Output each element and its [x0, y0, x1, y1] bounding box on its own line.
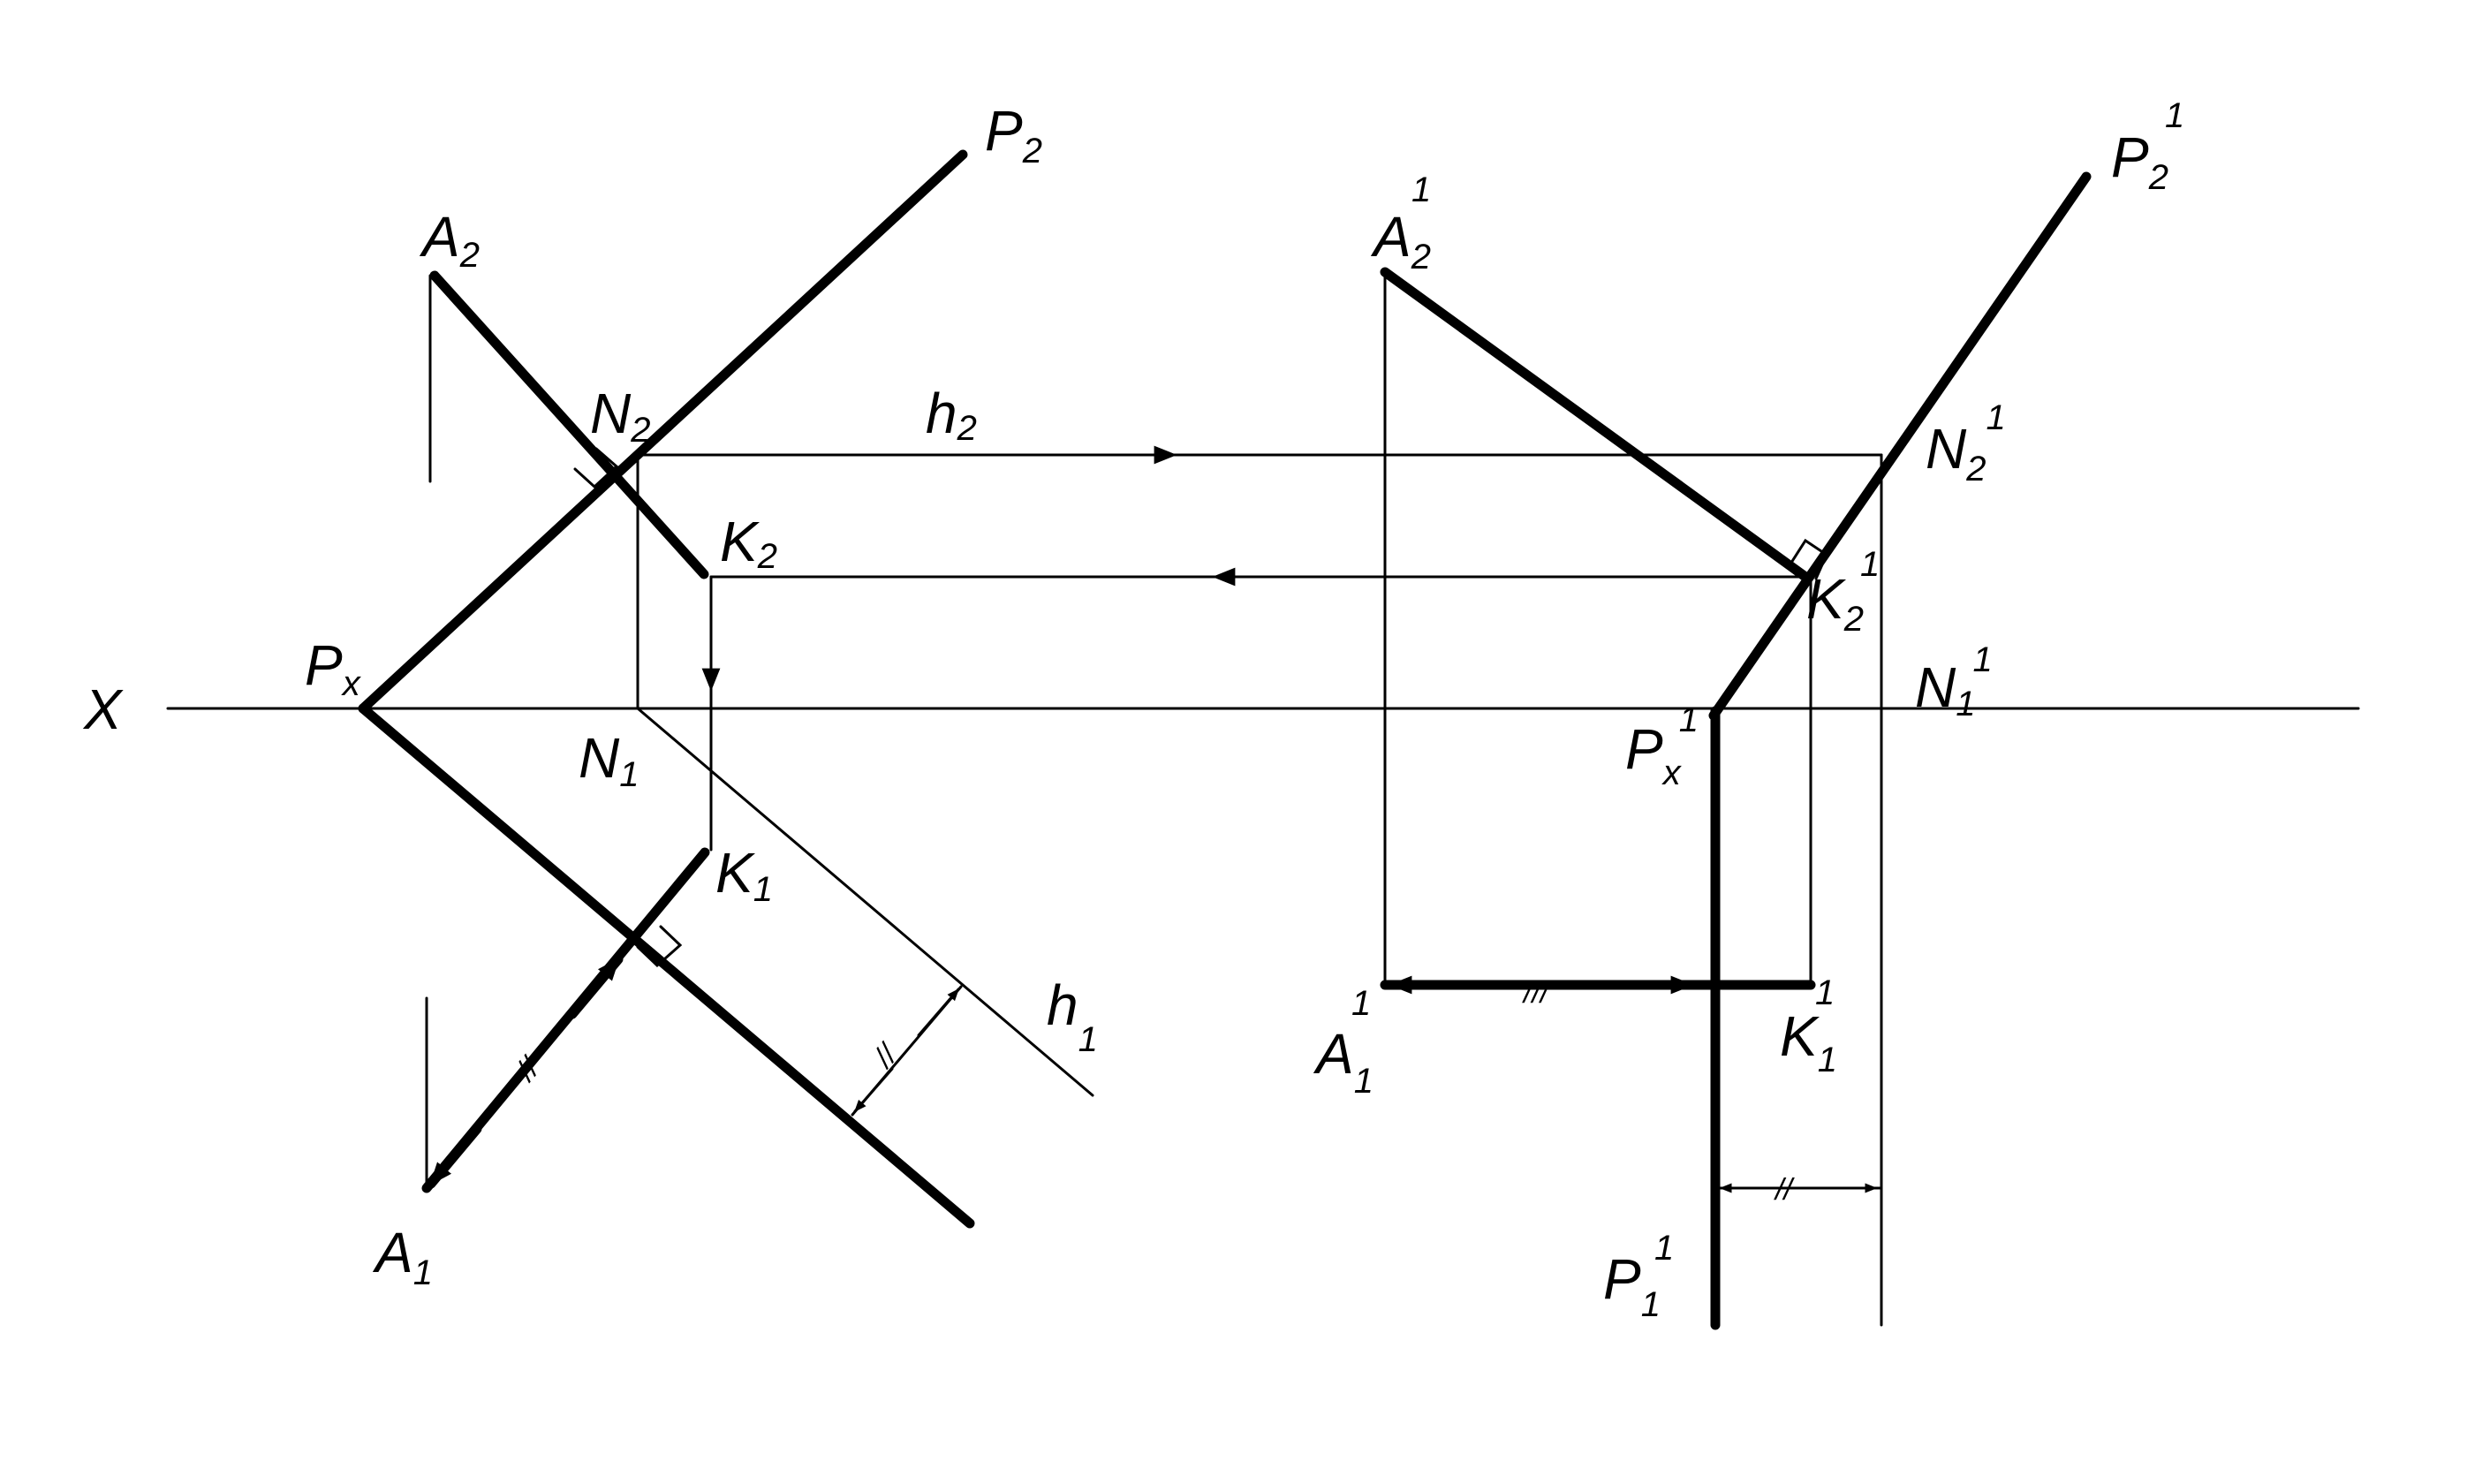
label-a2-prime: A21: [1370, 170, 1431, 276]
trace-p2: [358, 149, 968, 714]
label-x-axis: X: [82, 678, 124, 741]
label-n2: N2: [590, 382, 650, 450]
label-k1: K1: [715, 841, 773, 909]
perpendicular-a2-k2: [429, 270, 709, 579]
h1-gap-arrow-a: [853, 1067, 894, 1113]
segment-a2prime-k2prime: [1380, 267, 1811, 582]
tick-h1-gap: //: [866, 1037, 906, 1075]
label-px: Px: [305, 633, 362, 703]
right-angle-k2prime: [1788, 538, 1828, 580]
a1-arrow: [426, 1124, 482, 1189]
h1-gap-arrow-b: [917, 988, 960, 1037]
label-a2: A2: [419, 205, 480, 275]
label-h1: h1: [1047, 973, 1098, 1059]
tick-a1prime-k1prime: ///: [1522, 976, 1552, 1010]
label-h2: h2: [926, 382, 977, 448]
trace-p2-prime: [1708, 171, 2092, 721]
horizontal-h1: [636, 707, 1094, 1097]
label-p2: P2: [985, 99, 1042, 170]
label-n2-prime: N21: [1926, 398, 2006, 488]
label-p2-prime: P21: [2111, 96, 2184, 197]
k1-side-arrow: [567, 954, 624, 1019]
right-angle-k1: [636, 925, 683, 968]
label-p1-prime: P11: [1603, 1229, 1674, 1324]
label-a1: A1: [372, 1221, 433, 1292]
right-angle-n2: [573, 447, 619, 489]
label-n1-prime: N11: [1915, 640, 1993, 723]
label-a1-prime: A11: [1313, 984, 1371, 1101]
label-k2: K2: [720, 510, 777, 576]
trace-p1: [358, 703, 975, 1229]
label-k2-prime: K21: [1806, 545, 1880, 639]
tick-p1prime-gap: //: [1774, 1173, 1795, 1207]
label-k1-prime: K11: [1780, 973, 1835, 1079]
label-px-prime: Px1: [1625, 700, 1699, 792]
label-n1: N1: [579, 726, 639, 794]
